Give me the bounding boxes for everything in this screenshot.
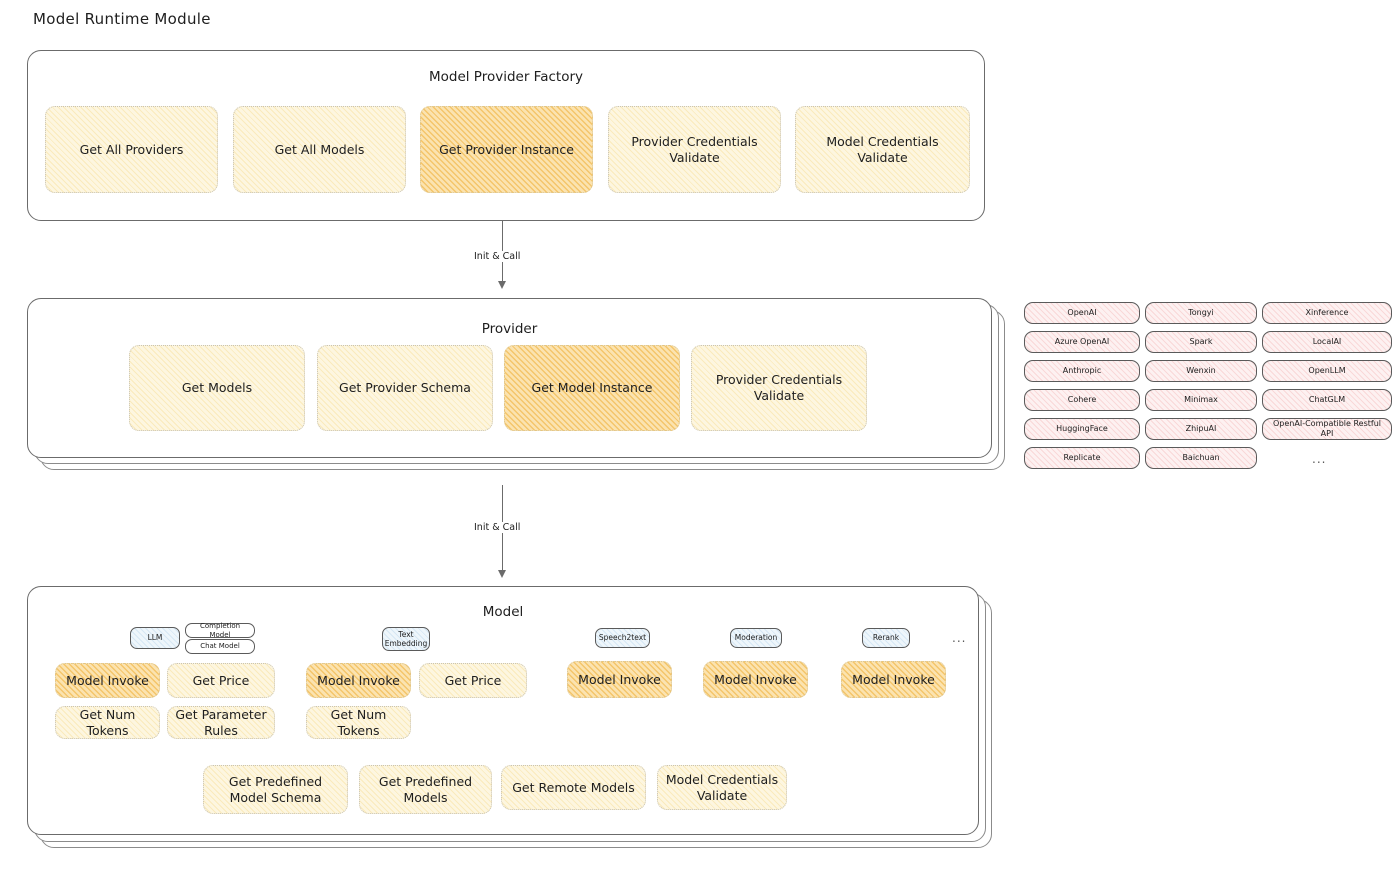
arrow-factory-to-provider-label: Init & Call: [470, 251, 525, 262]
model-op-llm-model-invoke[interactable]: Model Invoke: [55, 663, 160, 698]
provider-chip[interactable]: Wenxin: [1145, 360, 1257, 382]
provider-chip[interactable]: Replicate: [1024, 447, 1140, 469]
model-type-badge-rerank[interactable]: Rerank: [862, 628, 910, 648]
model-common-op-get-remote-models[interactable]: Get Remote Models: [501, 765, 646, 810]
factory-node-get-provider-instance[interactable]: Get Provider Instance: [420, 106, 593, 193]
factory-node-model-credentials-validate[interactable]: Model Credentials Validate: [795, 106, 970, 193]
provider-chip[interactable]: LocalAI: [1262, 331, 1392, 353]
provider-node-get-models[interactable]: Get Models: [129, 345, 305, 431]
model-op-moderation-model-invoke[interactable]: Model Invoke: [703, 661, 808, 698]
model-op-rerank-model-invoke[interactable]: Model Invoke: [841, 661, 946, 698]
provider-title: Provider: [481, 321, 538, 337]
model-op-textembedding-get-price[interactable]: Get Price: [419, 663, 527, 698]
provider-chip[interactable]: Azure OpenAI: [1024, 331, 1140, 353]
factory-node-get-all-providers[interactable]: Get All Providers: [45, 106, 218, 193]
provider-chip[interactable]: Anthropic: [1024, 360, 1140, 382]
model-common-op-get-predefined-models[interactable]: Get Predefined Models: [359, 765, 492, 814]
arrow-provider-to-model-head: [498, 570, 506, 578]
factory-node-provider-credentials-validate[interactable]: Provider Credentials Validate: [608, 106, 781, 193]
arrow-provider-to-model-label: Init & Call: [470, 522, 525, 533]
arrow-factory-to-provider-head: [498, 281, 506, 289]
model-type-badge-llm[interactable]: LLM: [130, 627, 180, 649]
model-subbadge-completion-model[interactable]: Completion Model: [185, 622, 255, 639]
provider-chip[interactable]: ZhipuAI: [1145, 418, 1257, 440]
model-type-badge-text-embedding[interactable]: Text Embedding: [382, 627, 430, 651]
model-types-more: ...: [952, 631, 967, 645]
provider-chip[interactable]: ChatGLM: [1262, 389, 1392, 411]
model-op-textembedding-model-invoke[interactable]: Model Invoke: [306, 663, 411, 698]
provider-chip[interactable]: OpenAI-Compatible Restful API: [1262, 418, 1392, 440]
model-provider-factory-title: Model Provider Factory: [428, 69, 583, 85]
model-common-op-model-credentials-validate[interactable]: Model Credentials Validate: [657, 765, 787, 810]
provider-chip[interactable]: Cohere: [1024, 389, 1140, 411]
provider-chip[interactable]: HuggingFace: [1024, 418, 1140, 440]
page-title: Model Runtime Module: [33, 10, 211, 28]
model-type-badge-moderation[interactable]: Moderation: [730, 628, 782, 648]
provider-chip[interactable]: OpenLLM: [1262, 360, 1392, 382]
provider-chip[interactable]: OpenAI: [1024, 302, 1140, 324]
model-op-llm-get-parameter-rules[interactable]: Get Parameter Rules: [167, 706, 275, 739]
provider-chip[interactable]: Spark: [1145, 331, 1257, 353]
model-subbadge-chat-model[interactable]: Chat Model: [185, 639, 255, 654]
provider-node-provider-credentials-validate[interactable]: Provider Credentials Validate: [691, 345, 867, 431]
model-op-llm-get-num-tokens[interactable]: Get Num Tokens: [55, 706, 160, 739]
factory-node-get-all-models[interactable]: Get All Models: [233, 106, 406, 193]
model-op-speech2text-model-invoke[interactable]: Model Invoke: [567, 661, 672, 698]
model-type-badge-speech2text[interactable]: Speech2text: [595, 628, 650, 648]
provider-chip[interactable]: Tongyi: [1145, 302, 1257, 324]
provider-list-more: ...: [1312, 452, 1327, 466]
model-title: Model: [482, 604, 524, 620]
model-common-op-get-predefined-model-schema[interactable]: Get Predefined Model Schema: [203, 765, 348, 814]
model-op-textembedding-get-num-tokens[interactable]: Get Num Tokens: [306, 706, 411, 739]
provider-chip[interactable]: Xinference: [1262, 302, 1392, 324]
provider-node-get-model-instance[interactable]: Get Model Instance: [504, 345, 680, 431]
provider-node-get-provider-schema[interactable]: Get Provider Schema: [317, 345, 493, 431]
provider-chip[interactable]: Minimax: [1145, 389, 1257, 411]
provider-chip[interactable]: Baichuan: [1145, 447, 1257, 469]
model-op-llm-get-price[interactable]: Get Price: [167, 663, 275, 698]
